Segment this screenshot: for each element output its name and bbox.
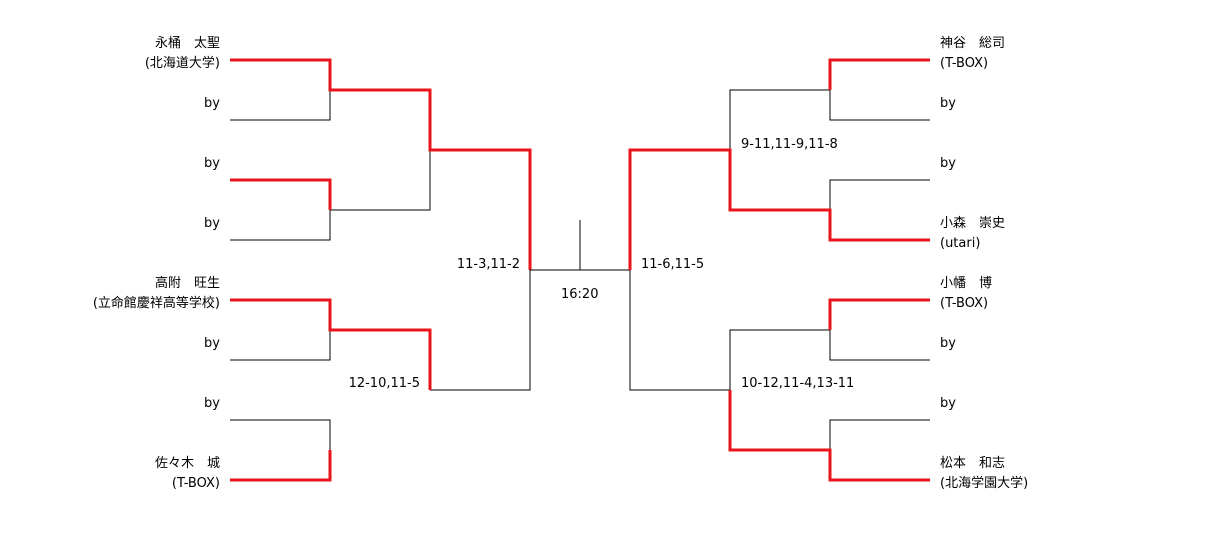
- right-player-4: 小森 崇史 (utari): [940, 214, 1005, 254]
- left-player-1-name: 永桶 太聖: [154, 36, 220, 51]
- left-player-5-name: 高附 旺生: [154, 276, 220, 291]
- left-player-2-name: by: [204, 96, 220, 111]
- right-player-5: 小幡 博 (T-BOX): [940, 274, 992, 314]
- left-line-r1-4: [230, 210, 331, 241]
- right-player-2-name: by: [940, 96, 956, 111]
- left-player-1: 永桶 太聖 (北海道大学): [145, 34, 220, 74]
- left-winner-3: [230, 178, 332, 210]
- right-player-1-name: 神谷 総司: [940, 36, 1006, 51]
- right-player-5-name: 小幡 博: [940, 276, 993, 291]
- right-player-3: by: [940, 154, 956, 174]
- left-player-4-name: by: [204, 216, 220, 231]
- left-player-3-name: by: [204, 156, 220, 171]
- left-player-1-team: (北海道大学): [144, 56, 220, 71]
- right-bracket-lines: [629, 89, 930, 450]
- right-player-1-team: (T-BOX): [940, 56, 989, 71]
- left-player-8-team: (T-BOX): [171, 476, 220, 491]
- left-winner-8: [230, 450, 332, 482]
- right-line-r1-2: [829, 90, 930, 121]
- right-player-3-name: by: [940, 156, 956, 171]
- left-player-6: by: [204, 334, 220, 354]
- right-player-8-name: 松本 和志: [940, 456, 1006, 471]
- right-line-r2-1: [729, 89, 830, 150]
- left-player-7: by: [204, 394, 220, 414]
- left-player-5: 高附 旺生 (立命館慶祥高等学校): [93, 274, 220, 314]
- final-lines: [530, 220, 630, 271]
- right-player-2: by: [940, 94, 956, 114]
- right-player-7: by: [940, 394, 956, 414]
- right-player-1: 神谷 総司 (T-BOX): [940, 34, 1005, 74]
- right-player-8-team: (北海学園大学): [940, 476, 1029, 491]
- left-line-r3-2: [430, 270, 531, 391]
- right-player-6: by: [940, 334, 956, 354]
- left-player-8-name: 佐々木 城: [154, 456, 220, 471]
- left-line-r1-2: [230, 90, 331, 121]
- right-winner-paths: [628, 58, 930, 482]
- right-line-r2-3: [729, 329, 830, 390]
- left-player-7-name: by: [204, 396, 220, 411]
- right-line-r1-7: [829, 419, 930, 450]
- right-player-5-team: (T-BOX): [940, 296, 989, 311]
- final-time: 16:20: [561, 287, 599, 302]
- score-right-final: 11-6,11-5: [641, 257, 705, 272]
- left-line-r2-2: [330, 150, 431, 211]
- left-winner-1: [230, 58, 532, 270]
- score-right-semifinal-bottom: 10-12,11-4,13-11: [741, 376, 855, 391]
- right-line-r1-3: [829, 179, 930, 210]
- right-line-r3-2: [629, 270, 730, 391]
- right-player-7-name: by: [940, 396, 956, 411]
- score-right-semifinal-top: 9-11,11-9,11-8: [741, 137, 838, 152]
- left-player-8: 佐々木 城 (T-BOX): [155, 454, 220, 494]
- left-player-4: by: [204, 214, 220, 234]
- score-left-final: 11-3,11-2: [456, 257, 520, 272]
- left-winner-paths: [230, 58, 532, 482]
- left-player-2: by: [204, 94, 220, 114]
- right-player-4-name: 小森 崇史: [940, 216, 1006, 231]
- right-player-6-name: by: [940, 336, 956, 351]
- score-left-semifinal-bottom: 12-10,11-5: [348, 376, 420, 391]
- left-player-6-name: by: [204, 336, 220, 351]
- right-player-4-team: (utari): [940, 236, 981, 251]
- right-winner-8: [728, 390, 930, 482]
- left-player-5-team: (立命館慶祥高等学校): [92, 296, 220, 311]
- right-winner-4: [628, 148, 930, 270]
- right-winner-1: [828, 58, 930, 90]
- right-player-8: 松本 和志 (北海学園大学): [940, 454, 1028, 494]
- right-winner-5: [828, 298, 930, 330]
- left-line-r1-7: [230, 419, 331, 450]
- left-player-3: by: [204, 154, 220, 174]
- right-line-r1-6: [829, 330, 930, 361]
- left-winner-5: [230, 298, 432, 390]
- left-line-r1-6: [230, 330, 331, 361]
